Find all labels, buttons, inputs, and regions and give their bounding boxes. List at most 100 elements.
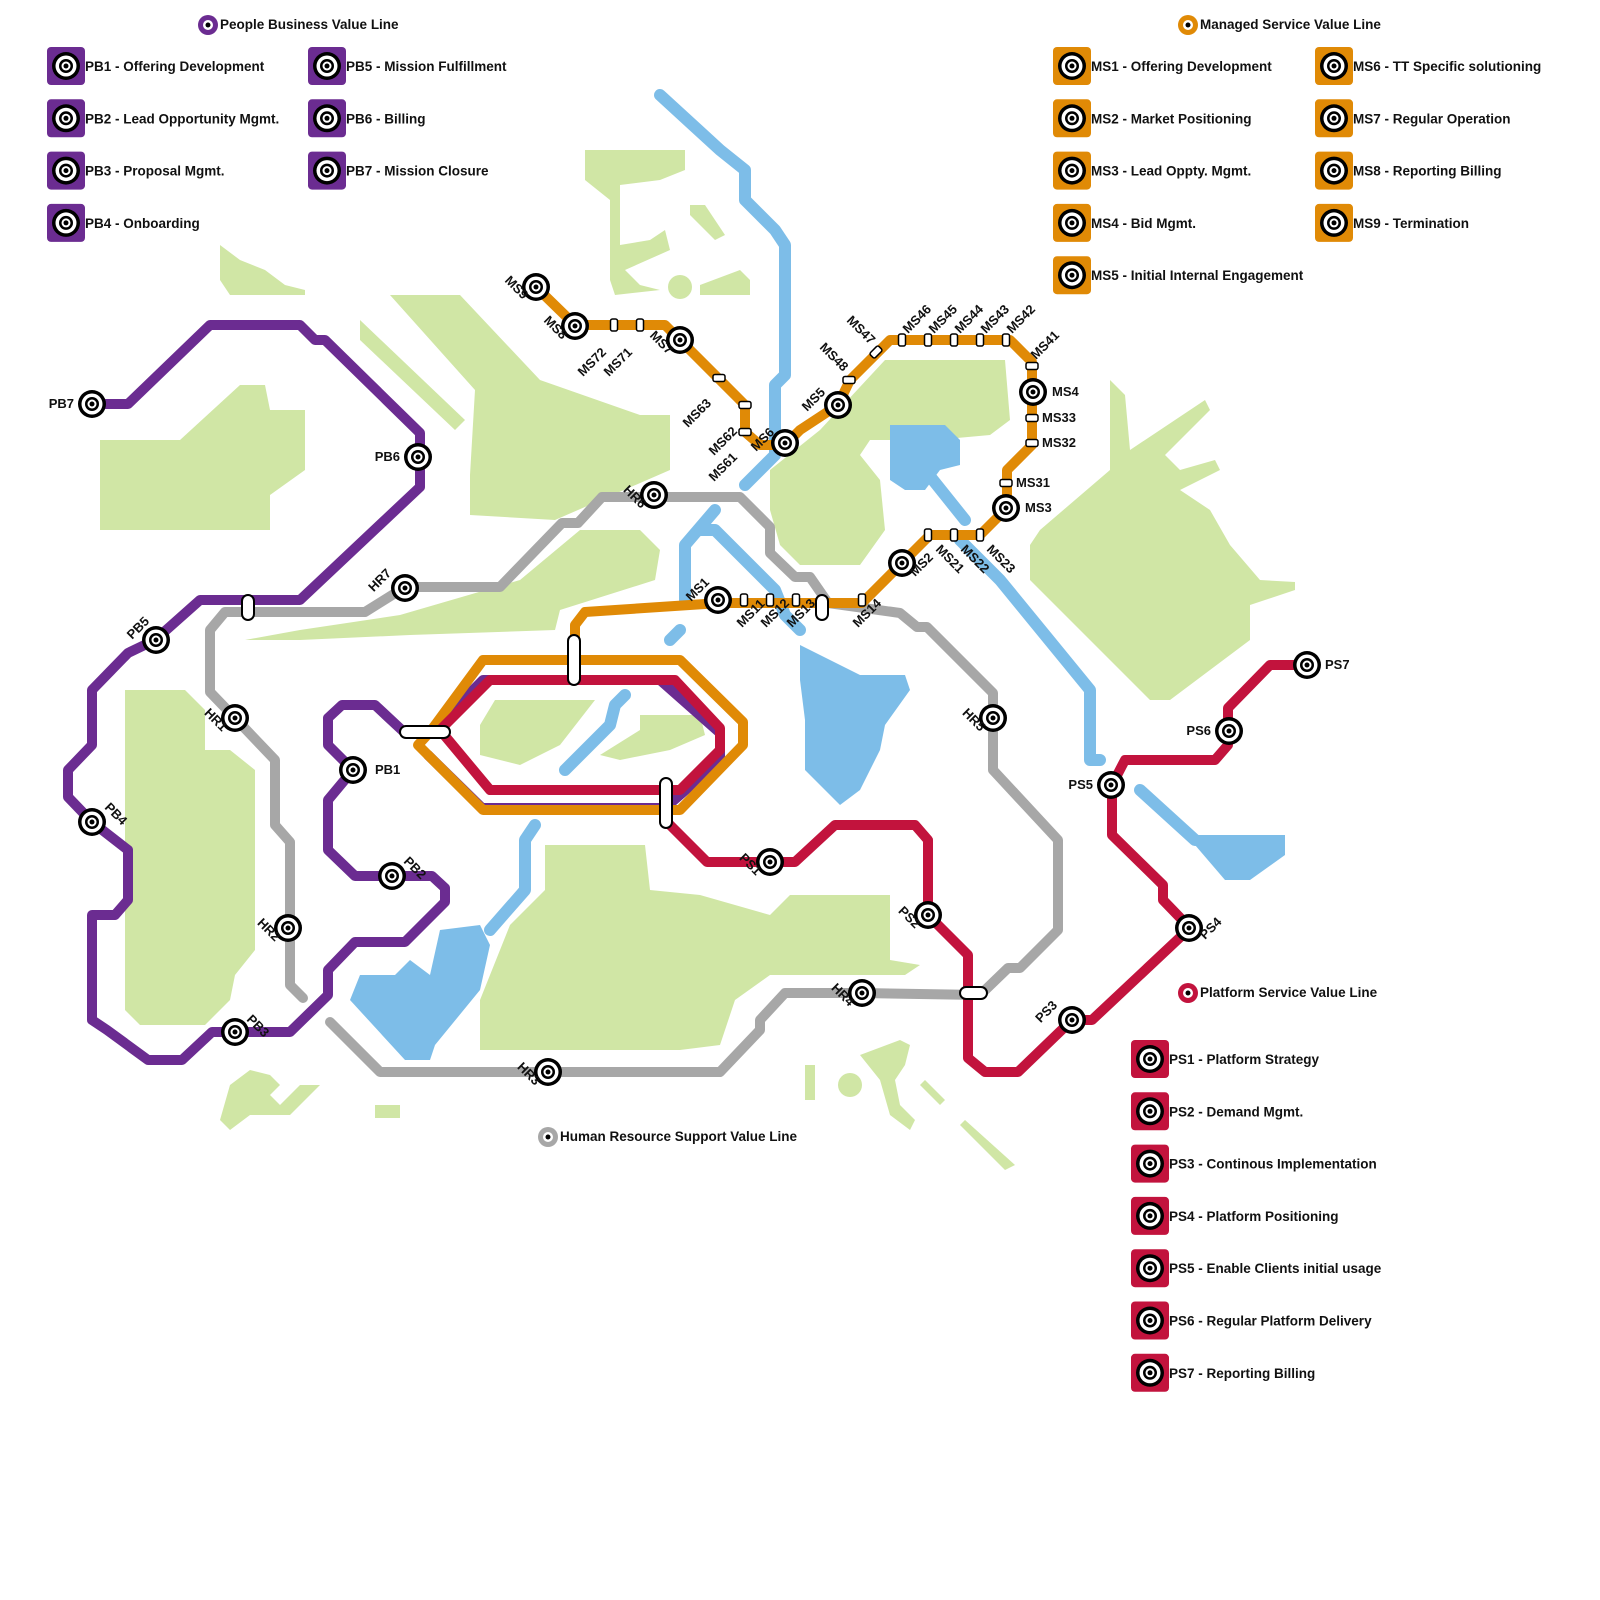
legend-ms-item-3: MS3 - Lead Oppty. Mgmt. xyxy=(1053,151,1251,190)
station-label-ps7: PS7 xyxy=(1325,657,1350,672)
station-label-ms3: MS3 xyxy=(1025,500,1052,515)
legend-pb-item-3: PB3 - Proposal Mgmt. xyxy=(47,151,225,190)
ms-line[interactable] xyxy=(413,282,1037,815)
station-ms4[interactable] xyxy=(1019,378,1047,406)
stop-label-ms41: MS41 xyxy=(1028,327,1063,362)
legend-ms-item-7: MS7 - Regular Operation xyxy=(1315,99,1511,138)
station-label-ps3: PS3 xyxy=(1032,998,1060,1026)
legend-pb-text-6: PB6 - Billing xyxy=(346,111,426,126)
interchanges xyxy=(241,594,988,1000)
station-ps4[interactable] xyxy=(1175,914,1203,942)
station-hr2[interactable] xyxy=(274,914,302,942)
stop-ms33[interactable]: MS33 xyxy=(1025,410,1076,425)
station-hr7[interactable] xyxy=(391,574,419,602)
station-pb3[interactable] xyxy=(221,1018,249,1046)
stop-label-ms48: MS48 xyxy=(817,339,852,374)
station-ps1[interactable] xyxy=(756,848,784,876)
legend-ps-item-5: PS5 - Enable Clients initial usage xyxy=(1131,1249,1382,1288)
legend-ms-text-5: MS5 - Initial Internal Engagement xyxy=(1091,268,1304,283)
legend-ms-item-6: MS6 - TT Specific solutioning xyxy=(1315,47,1541,85)
legend-pb-title: People Business Value Line xyxy=(220,17,399,32)
legend-ps-text-2: PS2 - Demand Mgmt. xyxy=(1169,1104,1303,1119)
legend-pb-item-4: PB4 - Onboarding xyxy=(47,203,200,242)
stop-label-ms61: MS61 xyxy=(705,450,740,485)
legend-ms-item-1: MS1 - Offering Development xyxy=(1053,47,1272,85)
legend-pb-text-2: PB2 - Lead Opportunity Mgmt. xyxy=(85,111,279,126)
stop-label-ms44: MS44 xyxy=(952,301,987,336)
ms-track xyxy=(531,282,1037,685)
station-ms8[interactable] xyxy=(561,312,589,340)
station-label-ps4: PS4 xyxy=(1197,914,1226,943)
legend-ms-item-9: MS9 - Termination xyxy=(1315,203,1469,242)
ms-ring xyxy=(413,655,748,815)
station-pb5[interactable] xyxy=(142,626,170,654)
legend-ps-text-6: PS6 - Regular Platform Delivery xyxy=(1169,1314,1372,1329)
station-ps5[interactable] xyxy=(1097,771,1125,799)
station-ms7[interactable] xyxy=(666,326,694,354)
station-ms6[interactable] xyxy=(771,429,799,457)
station-hr6[interactable] xyxy=(640,481,668,509)
station-ms3[interactable] xyxy=(992,494,1020,522)
legend-ms-item-2: MS2 - Market Positioning xyxy=(1053,99,1252,138)
stop-label-ms72: MS72 xyxy=(574,345,609,380)
legend-ms-item-4: MS4 - Bid Mgmt. xyxy=(1053,203,1196,242)
stop-ms32[interactable]: MS32 xyxy=(1025,435,1076,450)
legend-ps-text-1: PS1 - Platform Strategy xyxy=(1169,1052,1320,1067)
stop-label-ms33: MS33 xyxy=(1042,410,1076,425)
legend-pb-text-4: PB4 - Onboarding xyxy=(85,216,200,231)
station-pb4[interactable] xyxy=(78,808,106,836)
legend-pb-text-7: PB7 - Mission Closure xyxy=(346,164,489,179)
station-label-ms4: MS4 xyxy=(1052,384,1080,399)
stop-label-ms42: MS42 xyxy=(1004,301,1039,336)
station-label-pb6: PB6 xyxy=(375,449,400,464)
station-pb2[interactable] xyxy=(378,862,406,890)
legend-ps-item-4: PS4 - Platform Positioning xyxy=(1131,1196,1339,1235)
stop-label-ms63: MS63 xyxy=(679,396,714,431)
station-ps3[interactable] xyxy=(1058,1006,1086,1034)
hr-branch xyxy=(230,713,308,1003)
hr-track xyxy=(205,492,1063,1077)
station-hr4[interactable] xyxy=(848,979,876,1007)
stop-label-ms62: MS62 xyxy=(705,424,740,459)
legend-hr-header: Human Resource Support Value Line xyxy=(538,1127,798,1147)
legend-ms-text-6: MS6 - TT Specific solutioning xyxy=(1353,59,1541,74)
station-hr1[interactable] xyxy=(221,704,249,732)
hr-line[interactable] xyxy=(205,492,1063,1077)
station-ms2[interactable] xyxy=(888,549,916,577)
stop-label-ms43: MS43 xyxy=(978,301,1013,336)
station-ps6[interactable] xyxy=(1215,717,1243,745)
legend-ms-text-4: MS4 - Bid Mgmt. xyxy=(1091,216,1196,231)
stop-label-ms71: MS71 xyxy=(600,345,635,380)
legend: People Business Value Line Managed Servi… xyxy=(47,15,1541,1392)
station-label-ps6: PS6 xyxy=(1186,723,1211,738)
legend-ps-item-1: PS1 - Platform Strategy xyxy=(1131,1040,1320,1078)
land-areas xyxy=(100,150,1295,1170)
legend-ms-text-1: MS1 - Offering Development xyxy=(1091,59,1272,74)
stop-ms48[interactable]: MS48 xyxy=(817,339,856,385)
station-ms9[interactable] xyxy=(522,273,550,301)
station-pb1[interactable] xyxy=(339,756,367,784)
legend-ps-text-5: PS5 - Enable Clients initial usage xyxy=(1169,1261,1382,1276)
legend-pb-item-6: PB6 - Billing xyxy=(308,99,426,138)
stop-ms31[interactable]: MS31 xyxy=(999,475,1050,490)
legend-ps-item-3: PS3 - Continous Implementation xyxy=(1131,1144,1377,1183)
station-ps7[interactable] xyxy=(1293,651,1321,679)
station-pb7[interactable] xyxy=(78,390,106,418)
stop-ms41[interactable]: MS41 xyxy=(1025,327,1063,371)
stop-label-ms46: MS46 xyxy=(900,301,935,336)
legend-pb-header: People Business Value Line xyxy=(198,15,399,35)
stop-label-ms45: MS45 xyxy=(926,301,961,336)
station-label-hr7: HR7 xyxy=(365,566,394,595)
station-ms5[interactable] xyxy=(824,391,852,419)
station-hr5[interactable] xyxy=(979,704,1007,732)
legend-ms-text-2: MS2 - Market Positioning xyxy=(1091,111,1252,126)
station-hr3[interactable] xyxy=(534,1058,562,1086)
station-ps2[interactable] xyxy=(914,901,942,929)
station-pb6[interactable] xyxy=(404,443,432,471)
station-label-pb1: PB1 xyxy=(375,762,400,777)
legend-ms-item-5: MS5 - Initial Internal Engagement xyxy=(1053,256,1304,295)
stop-ms47[interactable]: MS47 xyxy=(844,312,883,359)
station-ms1[interactable] xyxy=(704,586,732,614)
